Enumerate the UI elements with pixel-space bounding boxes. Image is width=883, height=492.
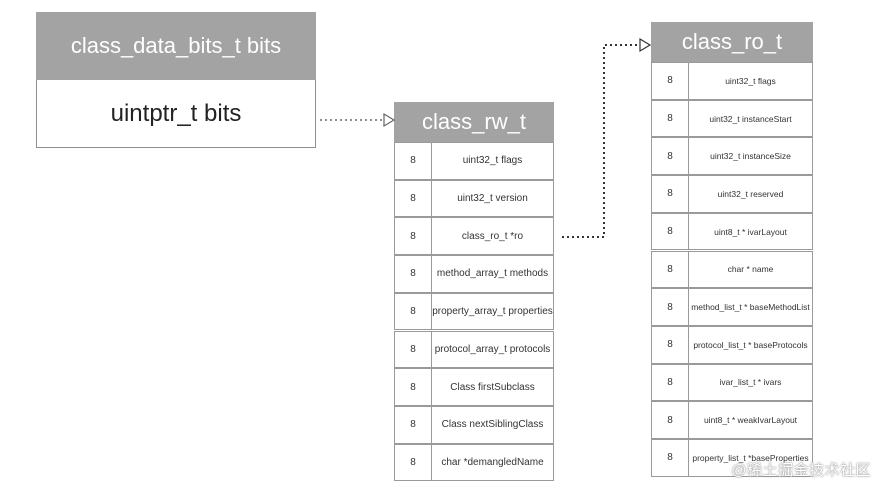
class-rw-t-row-size: 8	[395, 406, 432, 443]
class-rw-t-row-size: 8	[395, 143, 432, 179]
class-ro-t-row-field: uint32_t reserved	[717, 188, 784, 199]
class-rw-t-row-size: 8	[395, 218, 432, 255]
class-ro-t-row-field: uint32_t instanceSize	[710, 151, 791, 162]
class-rw-t-table: class_rw_t 8 uint32_t flags 8 uint32_t vers…	[394, 102, 554, 482]
class-ro-t-row-field: property_list_t *baseProperties	[692, 452, 809, 463]
class-ro-t-row: 8 uint32_t instanceSize	[651, 137, 813, 176]
class-rw-t-row-field: uint32_t flags	[462, 155, 523, 167]
class-ro-t-row-field: ivar_list_t * ivars	[719, 377, 782, 388]
class-rw-t-row-size: 8	[395, 444, 432, 481]
class-rw-t-row: 8 method_array_t methods	[394, 255, 554, 293]
class-ro-t-row-field: uint8_t * weakIvarLayout	[703, 415, 798, 426]
class-ro-t-row-size: 8	[652, 364, 689, 401]
class-rw-t-row-field: protocol_array_t protocols	[434, 343, 551, 355]
class-ro-t-row-size: 8	[652, 176, 689, 212]
bits-box-title: class_data_bits_t bits	[36, 12, 316, 80]
class-ro-t-row: 8 protocol_list_t * baseProtocols	[651, 325, 813, 364]
class-ro-t-row-size: 8	[652, 402, 689, 438]
class-rw-t-rows: 8 uint32_t flags 8 uint32_t version 8 class_r…	[394, 142, 554, 482]
class-ro-t-title: class_ro_t	[651, 22, 813, 62]
class-ro-t-row: 8 ivar_list_t * ivars	[651, 363, 813, 402]
watermark: @稀土掘金技术社区	[731, 462, 871, 479]
class-ro-t-row-field: char * name	[727, 264, 774, 275]
class-rw-t-row-size: 8	[395, 369, 432, 405]
class-ro-t-row-size: 8	[652, 440, 689, 476]
class-rw-t-row: 8 Class nextSiblingClass	[394, 405, 554, 444]
class-ro-t-row: 8 uint32_t flags	[651, 62, 813, 100]
class-ro-t-table: class_ro_t 8 uint32_t flags 8 uint32_t inst…	[651, 22, 813, 477]
class-rw-t-row: 8 uint32_t version	[394, 179, 554, 218]
class-ro-t-row-field: uint8_t * ivarLayout	[714, 226, 787, 237]
class-ro-t-row-field: uint32_t instanceStart	[709, 113, 792, 124]
arrowhead-bits-to-rw	[383, 112, 396, 128]
class-ro-t-row-size: 8	[652, 289, 689, 325]
class-ro-t-row-size: 8	[652, 100, 689, 137]
class-rw-t-row: 8 Class firstSubclass	[394, 368, 554, 406]
class-rw-t-row-field: property_array_t properties	[432, 306, 553, 318]
class-ro-t-row-size: 8	[652, 138, 689, 175]
class-rw-t-row: 8 class_ro_t *ro	[394, 217, 554, 256]
class-ro-t-row-size: 8	[652, 213, 689, 250]
class-rw-t-row-field: class_ro_t *ro	[461, 230, 524, 242]
class-rw-t-row-field: uint32_t version	[457, 193, 528, 205]
class-ro-t-row: 8 char * name	[651, 250, 813, 289]
class-ro-t-row: 8 uint32_t instanceStart	[651, 99, 813, 138]
bits-box: class_data_bits_t bits uintptr_t bits	[36, 12, 316, 148]
class-rw-t-row-field: Class nextSiblingClass	[441, 419, 544, 431]
class-rw-t-row-field: char *demangledName	[441, 456, 544, 468]
class-rw-t-row-field: Class firstSubclass	[450, 381, 535, 393]
class-ro-t-row-field: protocol_list_t * baseProtocols	[693, 339, 808, 350]
class-ro-t-row-field: method_list_t * baseMethodList	[691, 302, 810, 313]
class-ro-t-row: 8 uint8_t * weakIvarLayout	[651, 401, 813, 439]
class-rw-t-row-size: 8	[395, 180, 432, 217]
class-rw-t-row-size: 8	[395, 293, 432, 330]
class-rw-t-row-size: 8	[395, 256, 432, 292]
class-ro-t-row: 8 uint8_t * ivarLayout	[651, 212, 813, 251]
bits-box-field: uintptr_t bits	[36, 80, 316, 148]
class-rw-t-row: 8 char *demangledName	[394, 443, 554, 482]
class-ro-t-row-size: 8	[652, 63, 689, 99]
class-rw-t-row-size: 8	[395, 331, 432, 368]
arrowhead-rw-to-ro	[639, 37, 652, 53]
class-ro-t-row-size: 8	[652, 251, 689, 288]
class-rw-t-row-field: method_array_t methods	[436, 268, 549, 280]
arrow-rw-to-ro	[562, 44, 640, 238]
class-ro-t-row-size: 8	[652, 326, 689, 363]
class-ro-t-row-field: uint32_t flags	[725, 75, 776, 86]
class-rw-t-title: class_rw_t	[394, 102, 554, 142]
class-ro-t-row: 8 uint32_t reserved	[651, 175, 813, 213]
class-ro-t-rows: 8 uint32_t flags 8 uint32_t instanceStart 8 u…	[651, 62, 813, 477]
class-rw-t-row: 8 uint32_t flags	[394, 142, 554, 180]
